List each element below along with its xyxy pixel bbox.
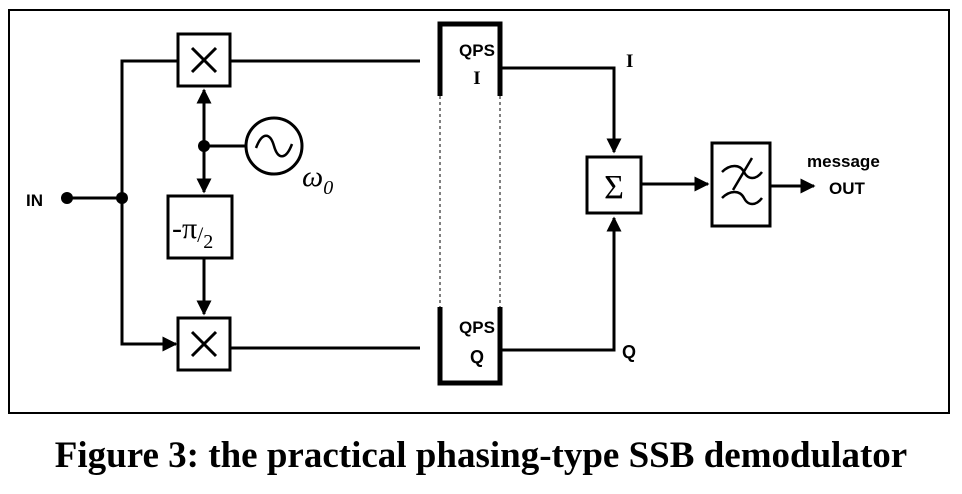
output-label-line2: OUT <box>829 179 866 198</box>
phase-shifter <box>166 194 234 260</box>
oscillator-label: ω0 <box>302 160 333 199</box>
lower-mixer-cross-b <box>190 330 218 358</box>
lowpass-filter <box>710 141 772 228</box>
phase-shifter-slash: / <box>197 222 204 247</box>
figure-caption: Figure 3: the practical phasing-type SSB… <box>54 435 908 476</box>
qps-upper-label-2: I <box>473 68 480 89</box>
output-label-line1: message <box>807 152 880 171</box>
i-label: I <box>626 51 633 72</box>
phase-shifter-denominator: 2 <box>203 231 213 253</box>
q-path-wire <box>500 216 622 352</box>
upper-input-wire <box>120 59 178 198</box>
qps-lower-block <box>437 307 503 386</box>
diagram-frame <box>8 9 950 414</box>
i-path-wire <box>500 66 622 154</box>
ssb-demodulator-diagram: IN ω0 -π/2 QPS I QPS Q I Q Σ <box>8 9 950 414</box>
q-label: Q <box>622 342 636 362</box>
input-label: IN <box>26 191 43 210</box>
lower-input-wire <box>120 198 178 352</box>
lowpass-filter-icon <box>721 157 763 206</box>
sine-icon <box>254 134 294 158</box>
qps-lower-label-2: Q <box>470 347 484 367</box>
summer <box>585 155 643 215</box>
upper-mixer-cross-b <box>190 46 218 74</box>
summer-symbol: Σ <box>604 169 624 206</box>
qps-lower-label-1: QPS <box>459 318 495 337</box>
qps-upper-label-1: QPS <box>459 41 495 60</box>
qps-upper-block <box>437 21 503 96</box>
phase-shifter-label: -π/2 <box>172 212 213 253</box>
oscillator-subscript: 0 <box>323 177 333 199</box>
